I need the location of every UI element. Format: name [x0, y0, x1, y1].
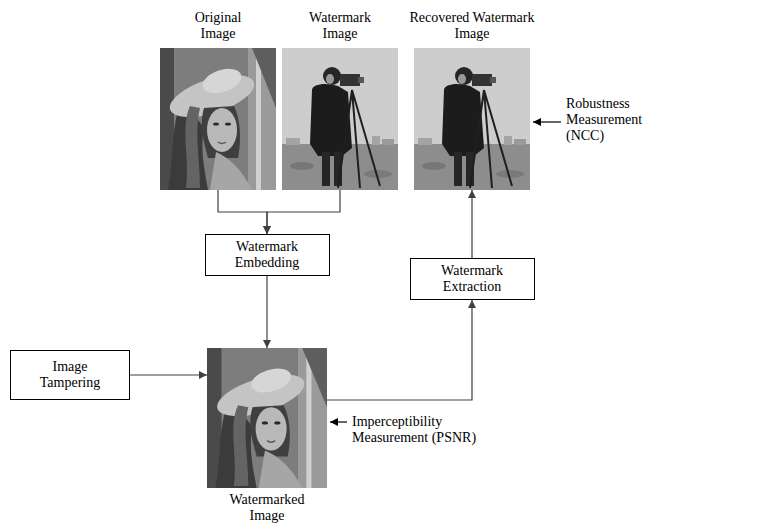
image-node: Original Image: [160, 10, 276, 190]
photo-frame: [160, 48, 276, 190]
image-caption: Recovered Watermark Image: [402, 10, 542, 42]
original-photo: [160, 48, 276, 190]
photo-frame: [282, 48, 398, 190]
flow-arrow: [266, 276, 267, 348]
flow-arrow: [130, 374, 207, 375]
leader-arrow: [330, 421, 347, 422]
flow-arrow: [267, 190, 340, 234]
flow-arrow: [471, 190, 472, 258]
process-box: Watermark Extraction: [410, 258, 535, 300]
box-label: Watermark Embedding: [227, 239, 307, 271]
recovered-watermark-photo: [414, 48, 530, 190]
watermarked-photo: [207, 348, 327, 488]
measurement-label: Imperceptibility Measurement (PSNR): [352, 414, 502, 446]
leader-arrow: [533, 121, 561, 122]
image-node: Recovered Watermark Image: [402, 10, 542, 190]
process-box: Image Tampering: [10, 350, 130, 400]
measurement-label: Robustness Measurement (NCC): [566, 96, 666, 144]
process-box: Watermark Embedding: [205, 234, 330, 276]
photo-frame: [207, 348, 327, 488]
image-caption: Watermark Image: [304, 10, 376, 42]
image-caption: Original Image: [183, 10, 253, 42]
flow-arrow: [218, 190, 267, 234]
image-caption: Watermarked Image: [220, 492, 315, 524]
box-label: Image Tampering: [33, 359, 108, 391]
flow-arrow: [327, 300, 472, 400]
photo-frame: [414, 48, 530, 190]
image-node: Watermark Image: [282, 10, 398, 190]
image-node: Watermarked Image: [207, 348, 327, 524]
box-label: Watermark Extraction: [432, 263, 512, 295]
watermark-photo: [282, 48, 398, 190]
